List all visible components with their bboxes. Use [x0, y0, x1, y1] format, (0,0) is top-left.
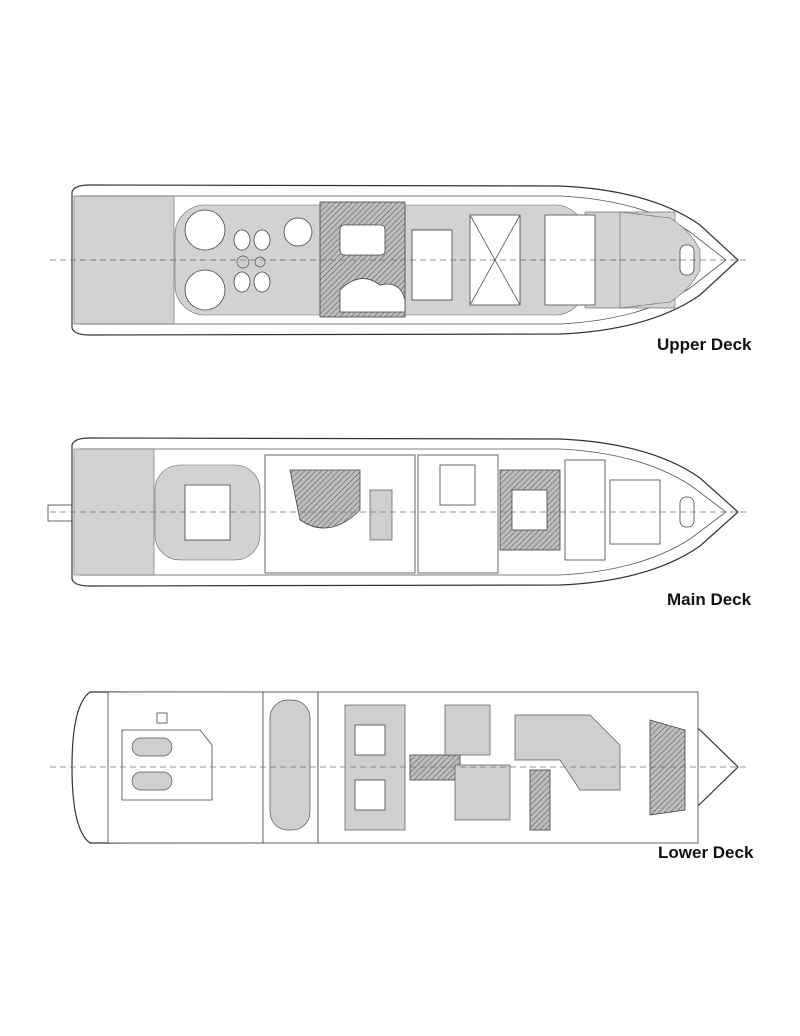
main-deck-label: Main Deck [667, 590, 752, 609]
lower-deck-label: Lower Deck [658, 843, 754, 862]
main-deck-plan: Main Deck [47, 437, 752, 609]
lower-deck-plan: Lower Deck [50, 691, 754, 862]
upper-deck-drawing [50, 184, 750, 336]
upper-deck-label: Upper Deck [657, 335, 752, 354]
upper-deck-plan: Upper Deck [0, 0, 800, 360]
lower-deck-drawing [50, 691, 750, 844]
main-deck-drawing [47, 437, 750, 587]
